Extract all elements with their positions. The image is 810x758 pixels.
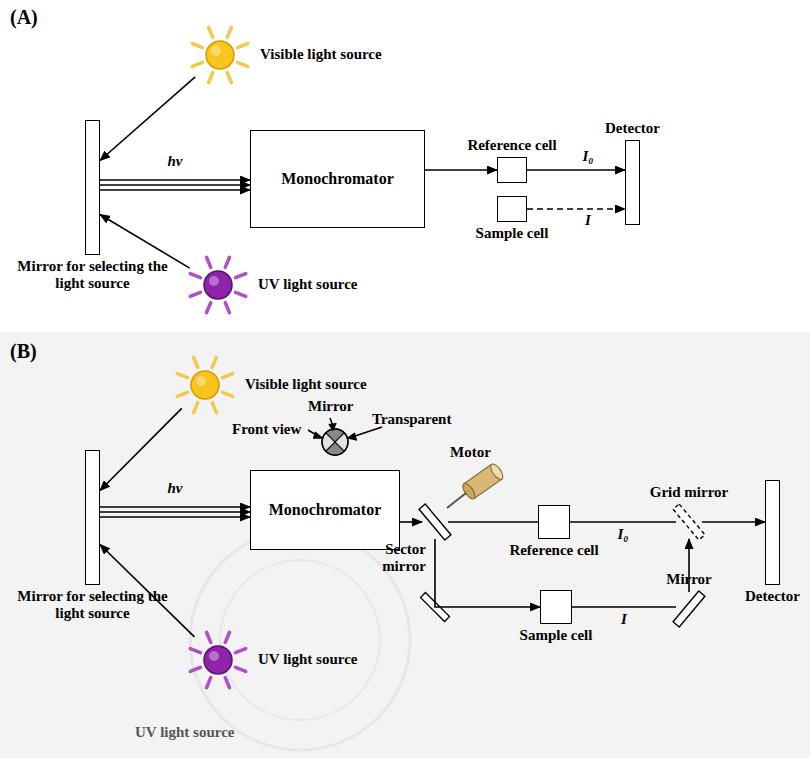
tilted-mirror: Mirror bbox=[676, 592, 702, 626]
motor-symbol bbox=[460, 462, 505, 501]
plate-component: Detector bbox=[765, 480, 780, 585]
component-label: Mirror for selecting the light source bbox=[15, 588, 170, 623]
component-label: Visible light source bbox=[245, 376, 367, 393]
beam-arrow bbox=[448, 522, 538, 523]
component-label: UV light source bbox=[258, 651, 357, 668]
component-label: Reference cell bbox=[467, 137, 556, 154]
component-label: Detector bbox=[605, 120, 660, 137]
cuvette-cell: Sample cell bbox=[497, 196, 527, 222]
component-label: Mirror bbox=[666, 571, 712, 588]
component-label: Detector bbox=[745, 588, 800, 605]
callout-label: UV light source bbox=[135, 724, 234, 741]
panel-letter: (A) bbox=[10, 6, 38, 29]
beam-arrow bbox=[100, 77, 195, 161]
callout-label: Mirror bbox=[308, 398, 354, 415]
beam-arrow bbox=[527, 209, 625, 210]
callout-label: Front view bbox=[232, 421, 301, 438]
panel-letter: (B) bbox=[10, 340, 37, 363]
component-label: Sector mirror bbox=[362, 541, 426, 576]
component-label: Sample cell bbox=[520, 627, 593, 644]
beam-label: hν bbox=[168, 480, 183, 497]
watermark-seal bbox=[190, 530, 410, 750]
beam-label: I bbox=[621, 611, 627, 628]
component-label: Reference cell bbox=[509, 542, 598, 559]
plate-component: Mirror for selecting the light source bbox=[85, 450, 100, 585]
component-label: Monochromator bbox=[269, 501, 382, 519]
light-source-icon bbox=[175, 355, 235, 415]
beam-arrow bbox=[100, 507, 250, 517]
component-label: Sample cell bbox=[476, 225, 549, 242]
light-source: UV light source bbox=[188, 255, 248, 315]
leader-lines bbox=[308, 418, 382, 440]
tilted-mirror bbox=[422, 505, 448, 539]
watermark-seal bbox=[220, 560, 380, 720]
callout-label: Motor bbox=[450, 444, 491, 461]
plate-component: Mirror for selecting the light source bbox=[85, 120, 100, 255]
light-source-icon bbox=[188, 255, 248, 315]
beam-arrow bbox=[572, 607, 676, 608]
beam-arrow bbox=[702, 522, 765, 523]
process-box: Monochromator bbox=[250, 130, 425, 228]
beam-arrow bbox=[400, 522, 422, 523]
beam-arrow bbox=[425, 170, 497, 171]
beam-label: I₀ bbox=[582, 148, 593, 165]
beam-arrow bbox=[100, 408, 182, 490]
beam-label: I₀ bbox=[617, 526, 628, 543]
component-label: Monochromator bbox=[281, 170, 394, 188]
light-source-icon bbox=[190, 25, 250, 85]
component-label: UV light source bbox=[258, 276, 357, 293]
component-label: Mirror for selecting the light source bbox=[15, 258, 170, 293]
tilted-mirror: Grid mirror bbox=[676, 505, 702, 539]
cuvette-cell: Sample cell bbox=[540, 590, 572, 624]
light-source: Visible light source bbox=[190, 25, 250, 85]
plate-component: Detector bbox=[625, 140, 640, 225]
component-label: Visible light source bbox=[260, 46, 382, 63]
tilted-mirror: Sector mirror bbox=[422, 505, 448, 539]
beam-arrow bbox=[527, 170, 625, 171]
light-source: UV light source bbox=[188, 630, 248, 690]
beam-label: hν bbox=[168, 153, 183, 170]
light-source-icon bbox=[188, 630, 248, 690]
motor-shaft bbox=[447, 493, 466, 508]
cuvette-cell: Reference cell bbox=[538, 505, 570, 539]
callout-label: Transparent bbox=[372, 411, 451, 428]
process-box: Monochromator bbox=[250, 470, 400, 550]
light-source: Visible light source bbox=[175, 355, 235, 415]
component-label: Grid mirror bbox=[650, 484, 728, 501]
tilted-mirror bbox=[676, 592, 702, 626]
cuvette-cell: Reference cell bbox=[497, 157, 527, 183]
tilted-mirror bbox=[676, 505, 702, 539]
front-view-disc bbox=[322, 429, 348, 455]
beam-arrow bbox=[100, 180, 250, 190]
panel-background bbox=[0, 332, 810, 758]
beam-label: I bbox=[585, 212, 591, 229]
beam-arrow bbox=[570, 522, 676, 523]
